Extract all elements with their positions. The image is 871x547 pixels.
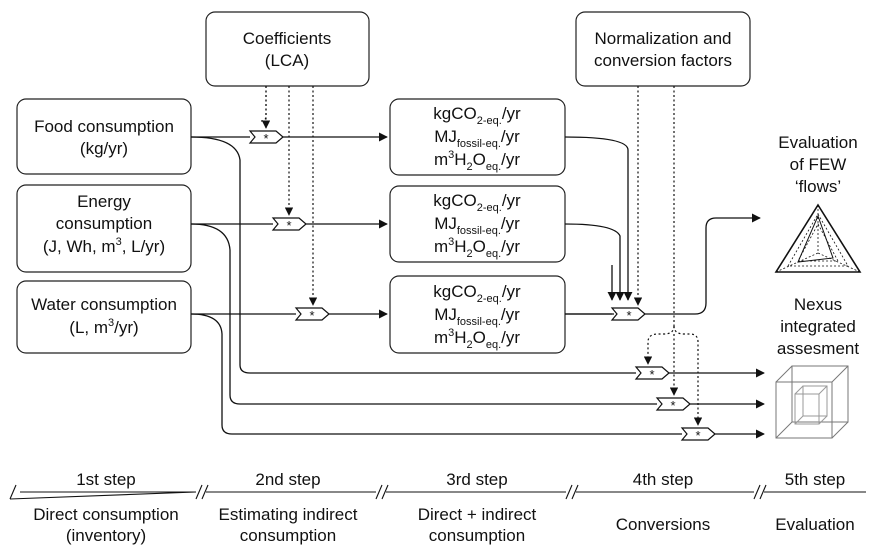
- step-5-desc: Evaluation: [775, 515, 854, 534]
- solid-flows: [190, 132, 765, 439]
- svg-text:m3H2Oeq./yr: m3H2Oeq./yr: [434, 236, 520, 260]
- evaluation-label: Evaluation: [778, 133, 857, 152]
- multiplier-bypass-energy: *: [655, 397, 691, 413]
- svg-text:*: *: [695, 428, 700, 443]
- coefficients-label: Coefficients: [243, 29, 332, 48]
- step-1-desc: Direct consumption: [33, 505, 179, 524]
- nexus-label-2: integrated: [780, 317, 856, 336]
- svg-text:*: *: [670, 398, 675, 413]
- step-2-desc: Estimating indirect: [219, 505, 358, 524]
- water-consumption-unit: (L, m3/yr): [69, 317, 138, 337]
- multiplier-food: *: [248, 130, 284, 146]
- svg-text:*: *: [626, 308, 631, 323]
- cube-wireframe-icon: [775, 365, 849, 439]
- step-4-desc: Conversions: [616, 515, 711, 534]
- step-timeline: [9, 484, 866, 500]
- svg-text:m3H2Oeq./yr: m3H2Oeq./yr: [434, 149, 520, 173]
- normalization-label: Normalization and: [594, 29, 731, 48]
- nexus-label: Nexus: [794, 295, 842, 314]
- dotted-flows: [260, 86, 703, 426]
- svg-text:*: *: [649, 367, 654, 382]
- svg-text:MJfossil-eq./yr: MJfossil-eq./yr: [434, 127, 520, 150]
- step-3-desc: Direct + indirect: [418, 505, 537, 524]
- nexus-label-3: assesment: [777, 339, 859, 358]
- svg-text:*: *: [263, 131, 268, 146]
- food-consumption-label: Food consumption: [34, 117, 174, 136]
- svg-text:m3H2Oeq./yr: m3H2Oeq./yr: [434, 327, 520, 351]
- step-2-desc-2: consumption: [240, 526, 336, 545]
- energy-consumption-label-2: consumption: [56, 214, 152, 233]
- normalization-box: [575, 11, 751, 87]
- step-3-title: 3rd step: [446, 470, 507, 489]
- svg-text:kgCO2-eq./yr: kgCO2-eq./yr: [433, 191, 521, 214]
- svg-text:kgCO2-eq./yr: kgCO2-eq./yr: [433, 104, 521, 127]
- impact-box-food: kgCO2-eq./yr MJfossil-eq./yr m3H2Oeq./yr: [389, 98, 566, 176]
- multiplier-energy: *: [271, 217, 307, 233]
- coefficients-box: [205, 11, 370, 87]
- water-consumption-label: Water consumption: [31, 295, 177, 314]
- svg-text:*: *: [286, 218, 291, 233]
- step-2-title: 2nd step: [255, 470, 320, 489]
- food-consumption-box: [16, 98, 192, 175]
- energy-consumption-box: [16, 184, 192, 273]
- svg-text:*: *: [309, 308, 314, 323]
- multiplier-bypass-water: *: [680, 427, 716, 443]
- evaluation-label-2: of FEW: [790, 155, 847, 174]
- multiplier-bypass-food: *: [634, 366, 670, 382]
- svg-text:MJfossil-eq./yr: MJfossil-eq./yr: [434, 305, 520, 328]
- water-consumption-box: [16, 280, 192, 354]
- energy-consumption-unit: (J, Wh, m3, L/yr): [43, 236, 165, 256]
- impact-box-water: kgCO2-eq./yr MJfossil-eq./yr m3H2Oeq./yr: [389, 275, 566, 354]
- food-consumption-unit: (kg/yr): [80, 139, 128, 158]
- step-1-desc-2: (inventory): [66, 526, 146, 545]
- normalization-sublabel: conversion factors: [594, 51, 732, 70]
- svg-text:MJfossil-eq./yr: MJfossil-eq./yr: [434, 214, 520, 237]
- coefficients-sublabel: (LCA): [265, 51, 309, 70]
- svg-text:kgCO2-eq./yr: kgCO2-eq./yr: [433, 282, 521, 305]
- step-1-title: 1st step: [76, 470, 136, 489]
- step-3-desc-2: consumption: [429, 526, 525, 545]
- step-5-title: 5th step: [785, 470, 846, 489]
- energy-consumption-label: Energy: [77, 192, 131, 211]
- radar-triangle-icon: [774, 203, 862, 273]
- multiplier-water: *: [294, 307, 330, 323]
- step-4-title: 4th step: [633, 470, 694, 489]
- multiplier-combined: *: [610, 307, 646, 323]
- impact-box-energy: kgCO2-eq./yr MJfossil-eq./yr m3H2Oeq./yr: [389, 185, 566, 263]
- evaluation-label-3: ‘flows’: [795, 177, 841, 196]
